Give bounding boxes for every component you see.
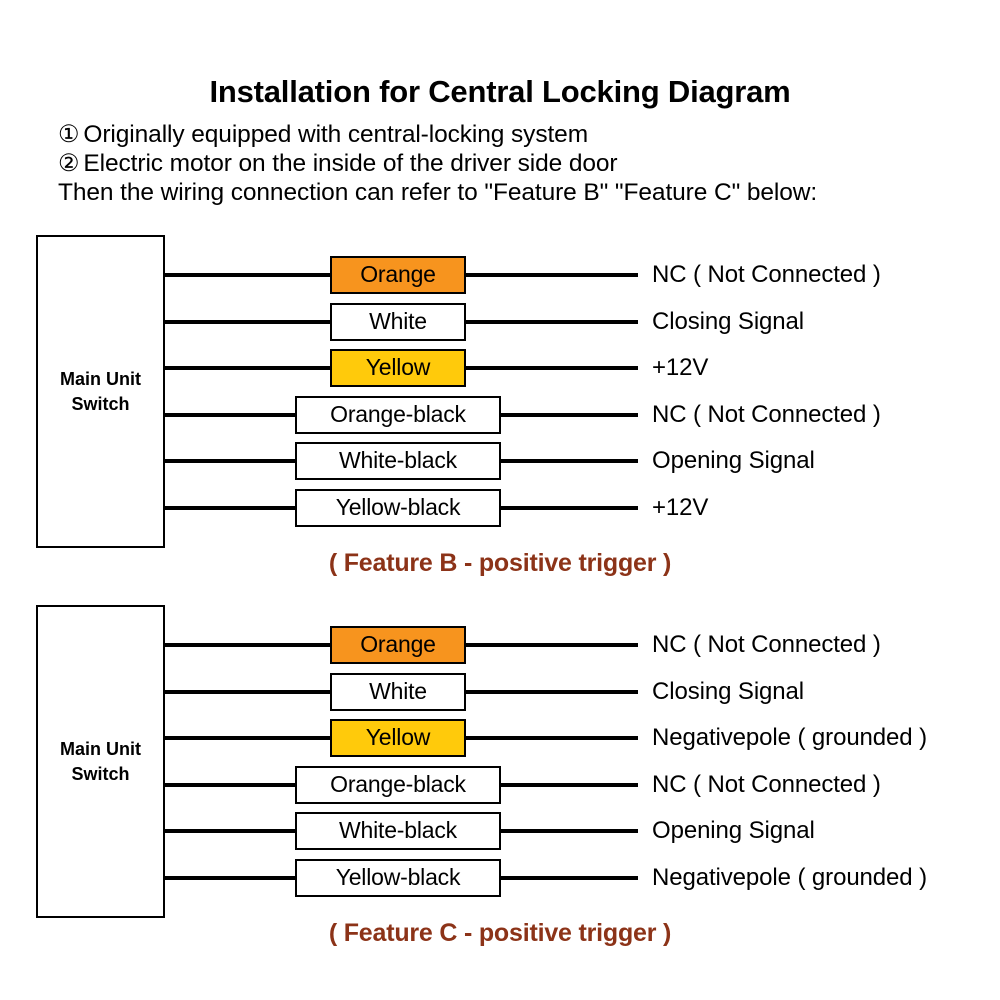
intro-text-3: Then the wiring connection can refer to … (58, 179, 818, 206)
wire-label-chip: Yellow (330, 719, 466, 757)
main-unit-switch-label-b: Main Unit Switch (60, 368, 141, 414)
wire-label-chip: Yellow (330, 349, 466, 387)
wire-description: Opening Signal (652, 817, 815, 844)
wire-label-chip: Orange-black (295, 765, 501, 804)
wire-description: Opening Signal (652, 447, 815, 474)
main-unit-switch-label-c: Main Unit Switch (60, 738, 141, 784)
wire-label-chip: White (330, 672, 466, 711)
intro-text-2: Electric motor on the inside of the driv… (83, 150, 618, 177)
wire-description: Closing Signal (652, 677, 805, 705)
page-title: Installation for Central Locking Diagram (209, 74, 791, 109)
wire-label-chip: White-black (295, 442, 501, 480)
wire-description: +12V (652, 354, 709, 381)
wire-label-chip: White-black (295, 812, 501, 850)
wire-description: NC ( Not Connected ) (652, 400, 881, 428)
main-unit-switch-box-c: Main Unit Switch (36, 605, 165, 918)
intro-line-3: Then the wiring connection can refer to … (58, 178, 958, 207)
feature-caption-b: ( Feature B - positive trigger ) (328, 549, 672, 577)
list-marker-2: ② (58, 150, 80, 177)
wire-label-chip: Yellow-black (295, 488, 501, 527)
wire-label-chip: Yellow-black (295, 858, 501, 897)
list-marker-1: ① (58, 121, 80, 148)
wire-description: Negativepole ( grounded ) (652, 863, 928, 891)
wire-description: Negativepole ( grounded ) (652, 724, 928, 751)
wire-label-chip: Orange (330, 626, 466, 664)
wire-label-chip: Orange (330, 256, 466, 294)
wire-description: NC ( Not Connected ) (652, 631, 881, 658)
wire-label-chip: White (330, 302, 466, 341)
wire-label-chip: Orange-black (295, 395, 501, 434)
wire-description: +12V (652, 493, 709, 521)
main-unit-switch-box-b: Main Unit Switch (36, 235, 165, 548)
wire-description: NC ( Not Connected ) (652, 770, 881, 798)
wire-description: NC ( Not Connected ) (652, 261, 881, 288)
wire-description: Closing Signal (652, 307, 805, 335)
feature-caption-c: ( Feature C - positive trigger ) (328, 919, 672, 947)
intro-text-1: Originally equipped with central-locking… (83, 121, 589, 148)
